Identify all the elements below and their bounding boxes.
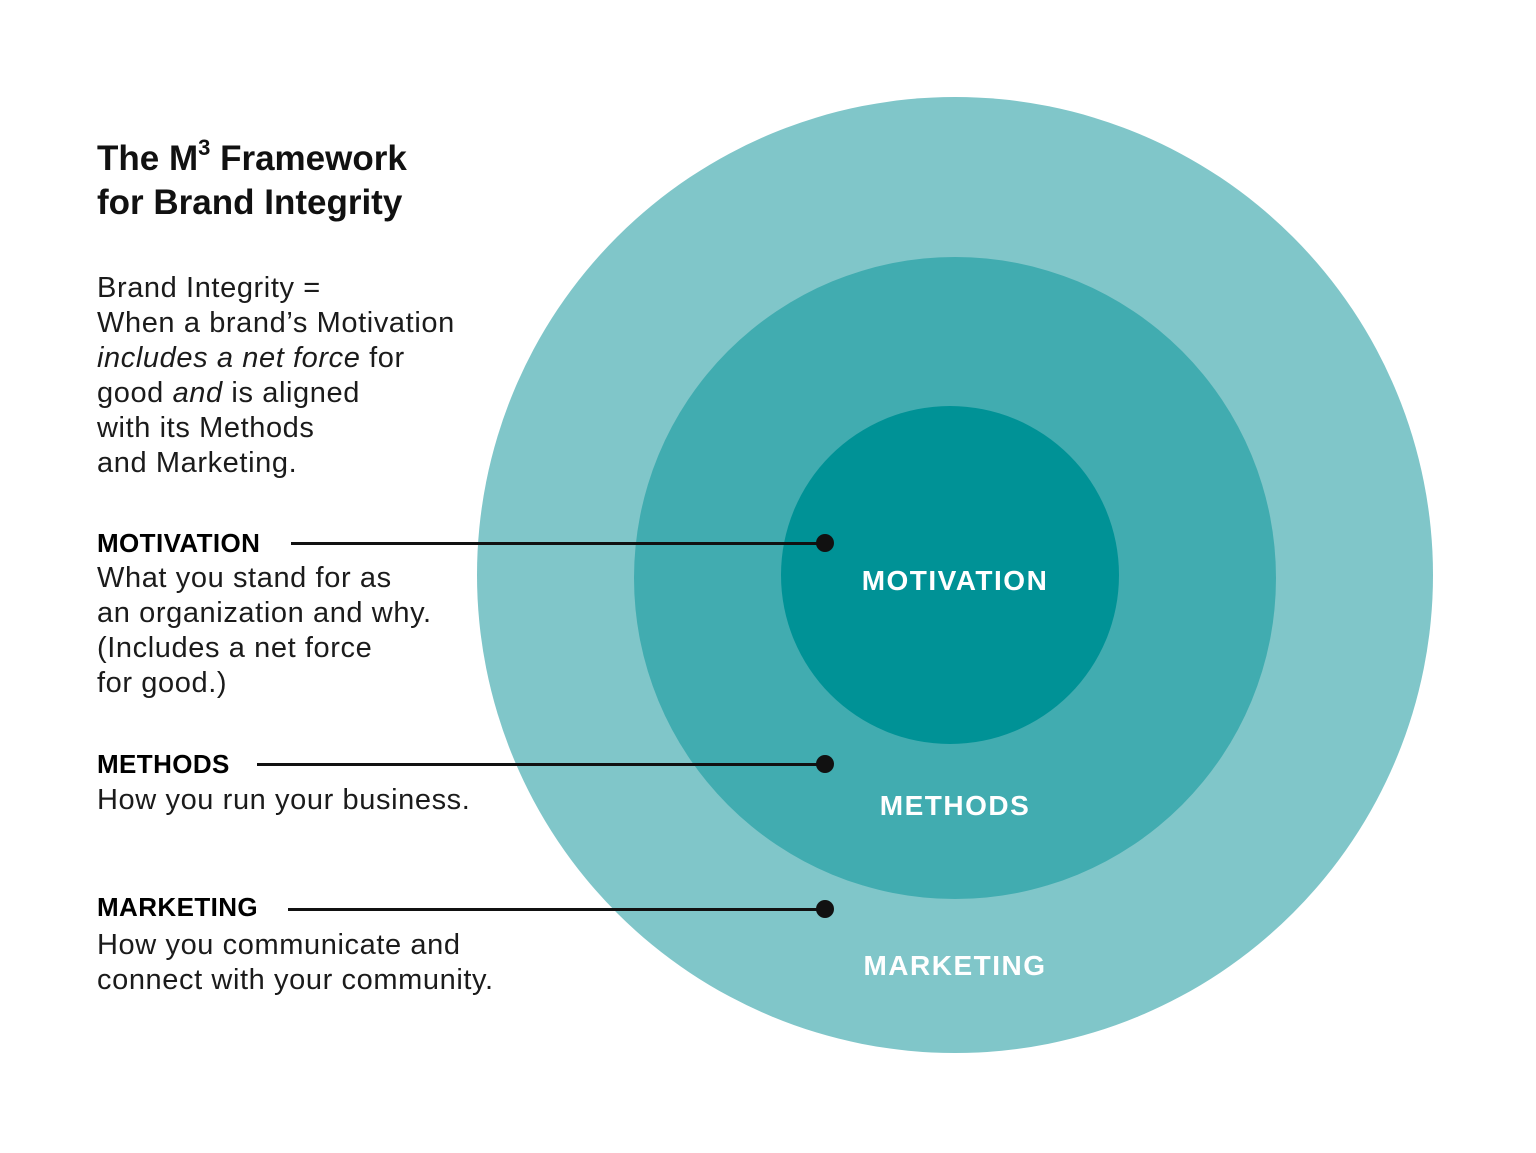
motivation-heading: MOTIVATION: [97, 528, 261, 558]
marketing-description: How you communicate and connect with you…: [97, 929, 494, 996]
definition-line: includes a net force for: [97, 342, 405, 374]
page-title: The M3 Framework for Brand Integrity: [97, 137, 407, 225]
connector-dot-methods: [816, 755, 834, 773]
definition-text: Brand Integrity = When a brand’s Motivat…: [97, 271, 455, 481]
title-superscript: 3: [198, 135, 211, 161]
connector-dot-marketing: [816, 900, 834, 918]
section-motivation: MOTIVATION What you stand for as an orga…: [97, 528, 432, 701]
connector-motivation: [291, 534, 834, 552]
definition-line: good and is aligned: [97, 377, 360, 409]
connector-marketing: [288, 900, 834, 918]
definition-line: with its Methods: [97, 412, 315, 444]
ring-label-methods: METHODS: [879, 790, 1031, 821]
definition-line: Brand Integrity =: [97, 272, 321, 304]
connector-dot-motivation: [816, 534, 834, 552]
definition-line: When a brand’s Motivation: [97, 307, 455, 339]
definition-line: and Marketing.: [97, 447, 298, 479]
section-methods: METHODS How you run your business.: [97, 749, 470, 818]
connector-methods: [257, 755, 834, 773]
methods-description: How you run your business.: [97, 784, 471, 816]
ring-motivation: [781, 406, 1119, 744]
title-line-2: for Brand Integrity: [97, 183, 403, 222]
section-marketing: MARKETING How you communicate and connec…: [97, 892, 494, 998]
methods-heading: METHODS: [97, 749, 230, 779]
ring-label-marketing: MARKETING: [863, 950, 1047, 981]
marketing-heading: MARKETING: [97, 892, 259, 922]
ring-label-motivation: MOTIVATION: [861, 565, 1049, 596]
title-line-1: The M3 Framework: [97, 135, 407, 178]
motivation-description: What you stand for as an organization an…: [97, 562, 432, 699]
